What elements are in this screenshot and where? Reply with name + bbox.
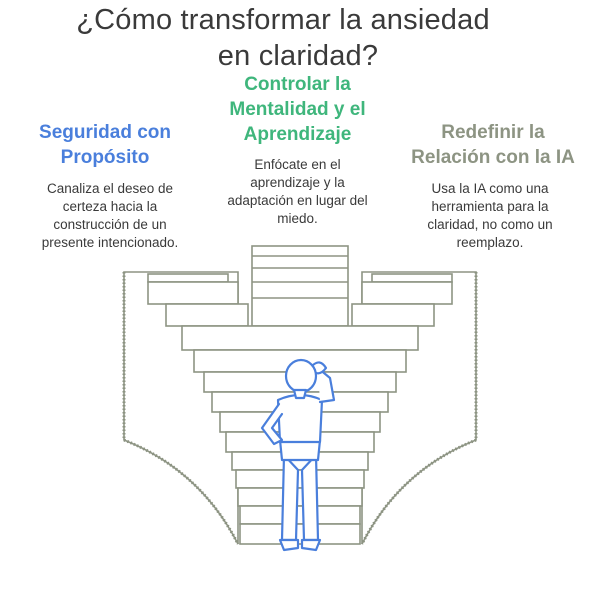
heading-relacion: Redefinir la Relación con la IA — [411, 122, 575, 168]
step-11 — [239, 523, 361, 545]
right-leg — [300, 453, 320, 542]
right-stair-1 — [371, 273, 453, 283]
step-1 — [181, 325, 419, 351]
right-stair-3 — [351, 303, 435, 327]
left-stair-1 — [147, 273, 229, 283]
body-seguridad: Canaliza el deseo de certeza hacia la co… — [41, 181, 179, 250]
title-line-2: en claridad? — [217, 40, 379, 72]
title-line-1: ¿Cómo transformar la ansiedad — [76, 4, 490, 36]
body-relacion: Usa la IA como una herramienta para la c… — [427, 181, 553, 250]
left-stair-3 — [165, 303, 249, 327]
body-mentalidad: Enfócate en el aprendizaje y la adaptaci… — [227, 157, 368, 226]
step-9 — [237, 487, 363, 507]
left-leg — [280, 453, 300, 542]
center-tower — [251, 245, 349, 327]
torso — [276, 393, 324, 444]
heading-seguridad: Seguridad con Propósito — [39, 122, 171, 168]
left-arm — [260, 402, 284, 446]
step-10 — [239, 505, 361, 525]
heading-mentalidad: Controlar la Mentalidad y el Aprendizaje — [229, 74, 366, 145]
left-stair-2 — [147, 281, 239, 305]
right-foot — [300, 538, 322, 552]
step-8 — [235, 469, 365, 489]
diagram-title: ¿Cómo transformar la ansiedad en clarida… — [0, 2, 566, 74]
head — [284, 358, 318, 394]
left-wall-hatch — [122, 272, 240, 545]
right-arm — [316, 366, 336, 404]
thinking-person-icon — [260, 358, 336, 552]
left-foot — [278, 538, 300, 552]
right-stair-2 — [361, 281, 453, 305]
right-wall-hatch — [360, 272, 478, 545]
neck — [292, 388, 308, 400]
